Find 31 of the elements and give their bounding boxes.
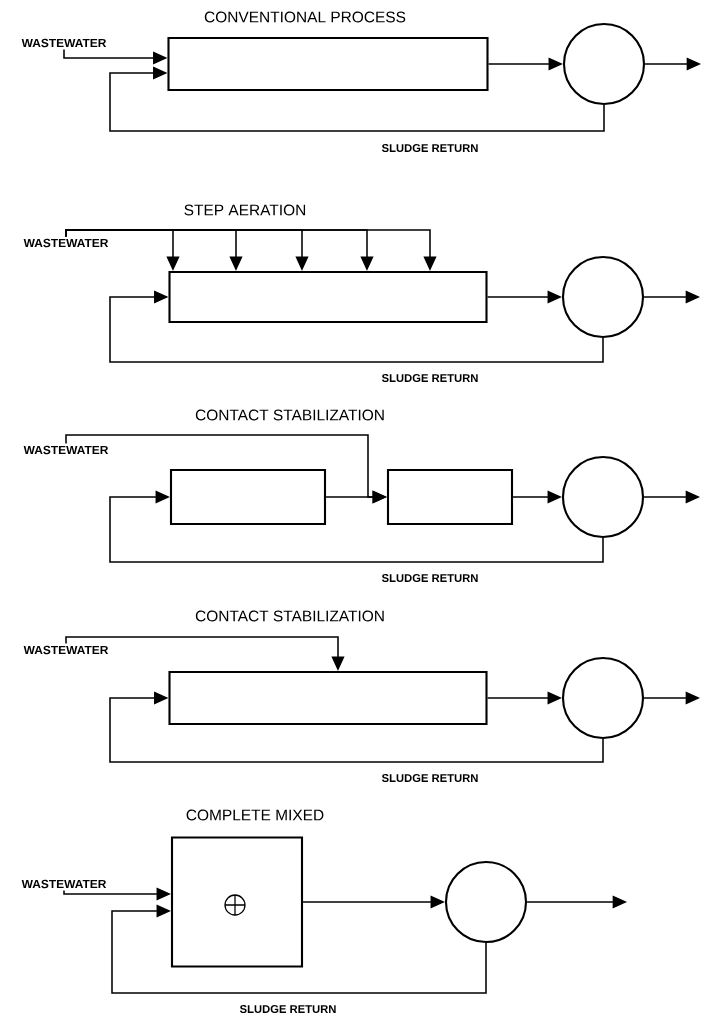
clarifier-circle <box>561 255 645 339</box>
process-title: COMPLETE MIXED <box>186 809 324 821</box>
clarifier-circle <box>561 656 645 740</box>
return-arrow <box>109 490 604 563</box>
inlet-label: WASTEWATER <box>21 879 107 889</box>
edge-label: SLUDGE RETURN <box>380 572 480 584</box>
aeration-tank-box <box>386 468 514 526</box>
clarifier-circle <box>444 860 528 944</box>
clarifier-circle <box>562 22 646 106</box>
return-arrow <box>109 66 605 132</box>
edge-label: SLUDGE RETURN <box>238 1003 338 1015</box>
inlet-label: WASTEWATER <box>21 38 107 48</box>
aeration-tank-box <box>168 270 488 324</box>
return-arrow <box>109 290 604 363</box>
aeration-tank-box <box>169 468 327 526</box>
process-title: CONTACT STABILIZATION <box>195 409 384 421</box>
aeration-tank-box <box>168 670 488 726</box>
mixed-tank-box <box>170 836 304 968</box>
process-title: CONVENTIONAL PROCESS <box>204 11 406 23</box>
edge-label: SLUDGE RETURN <box>380 372 480 384</box>
process-title: CONTACT STABILIZATION <box>195 610 384 622</box>
inlet-label: WASTEWATER <box>23 645 109 655</box>
return-arrow <box>109 691 604 763</box>
clarifier-circle <box>561 455 645 539</box>
return-arrow <box>111 904 487 994</box>
inlet-label: WASTEWATER <box>23 238 109 248</box>
edge-label: SLUDGE RETURN <box>380 142 480 154</box>
inlet-label: WASTEWATER <box>23 445 109 455</box>
edge-label: SLUDGE RETURN <box>380 772 480 784</box>
aeration-tank-box <box>167 36 489 92</box>
process-title: STEP AERATION <box>184 204 306 216</box>
